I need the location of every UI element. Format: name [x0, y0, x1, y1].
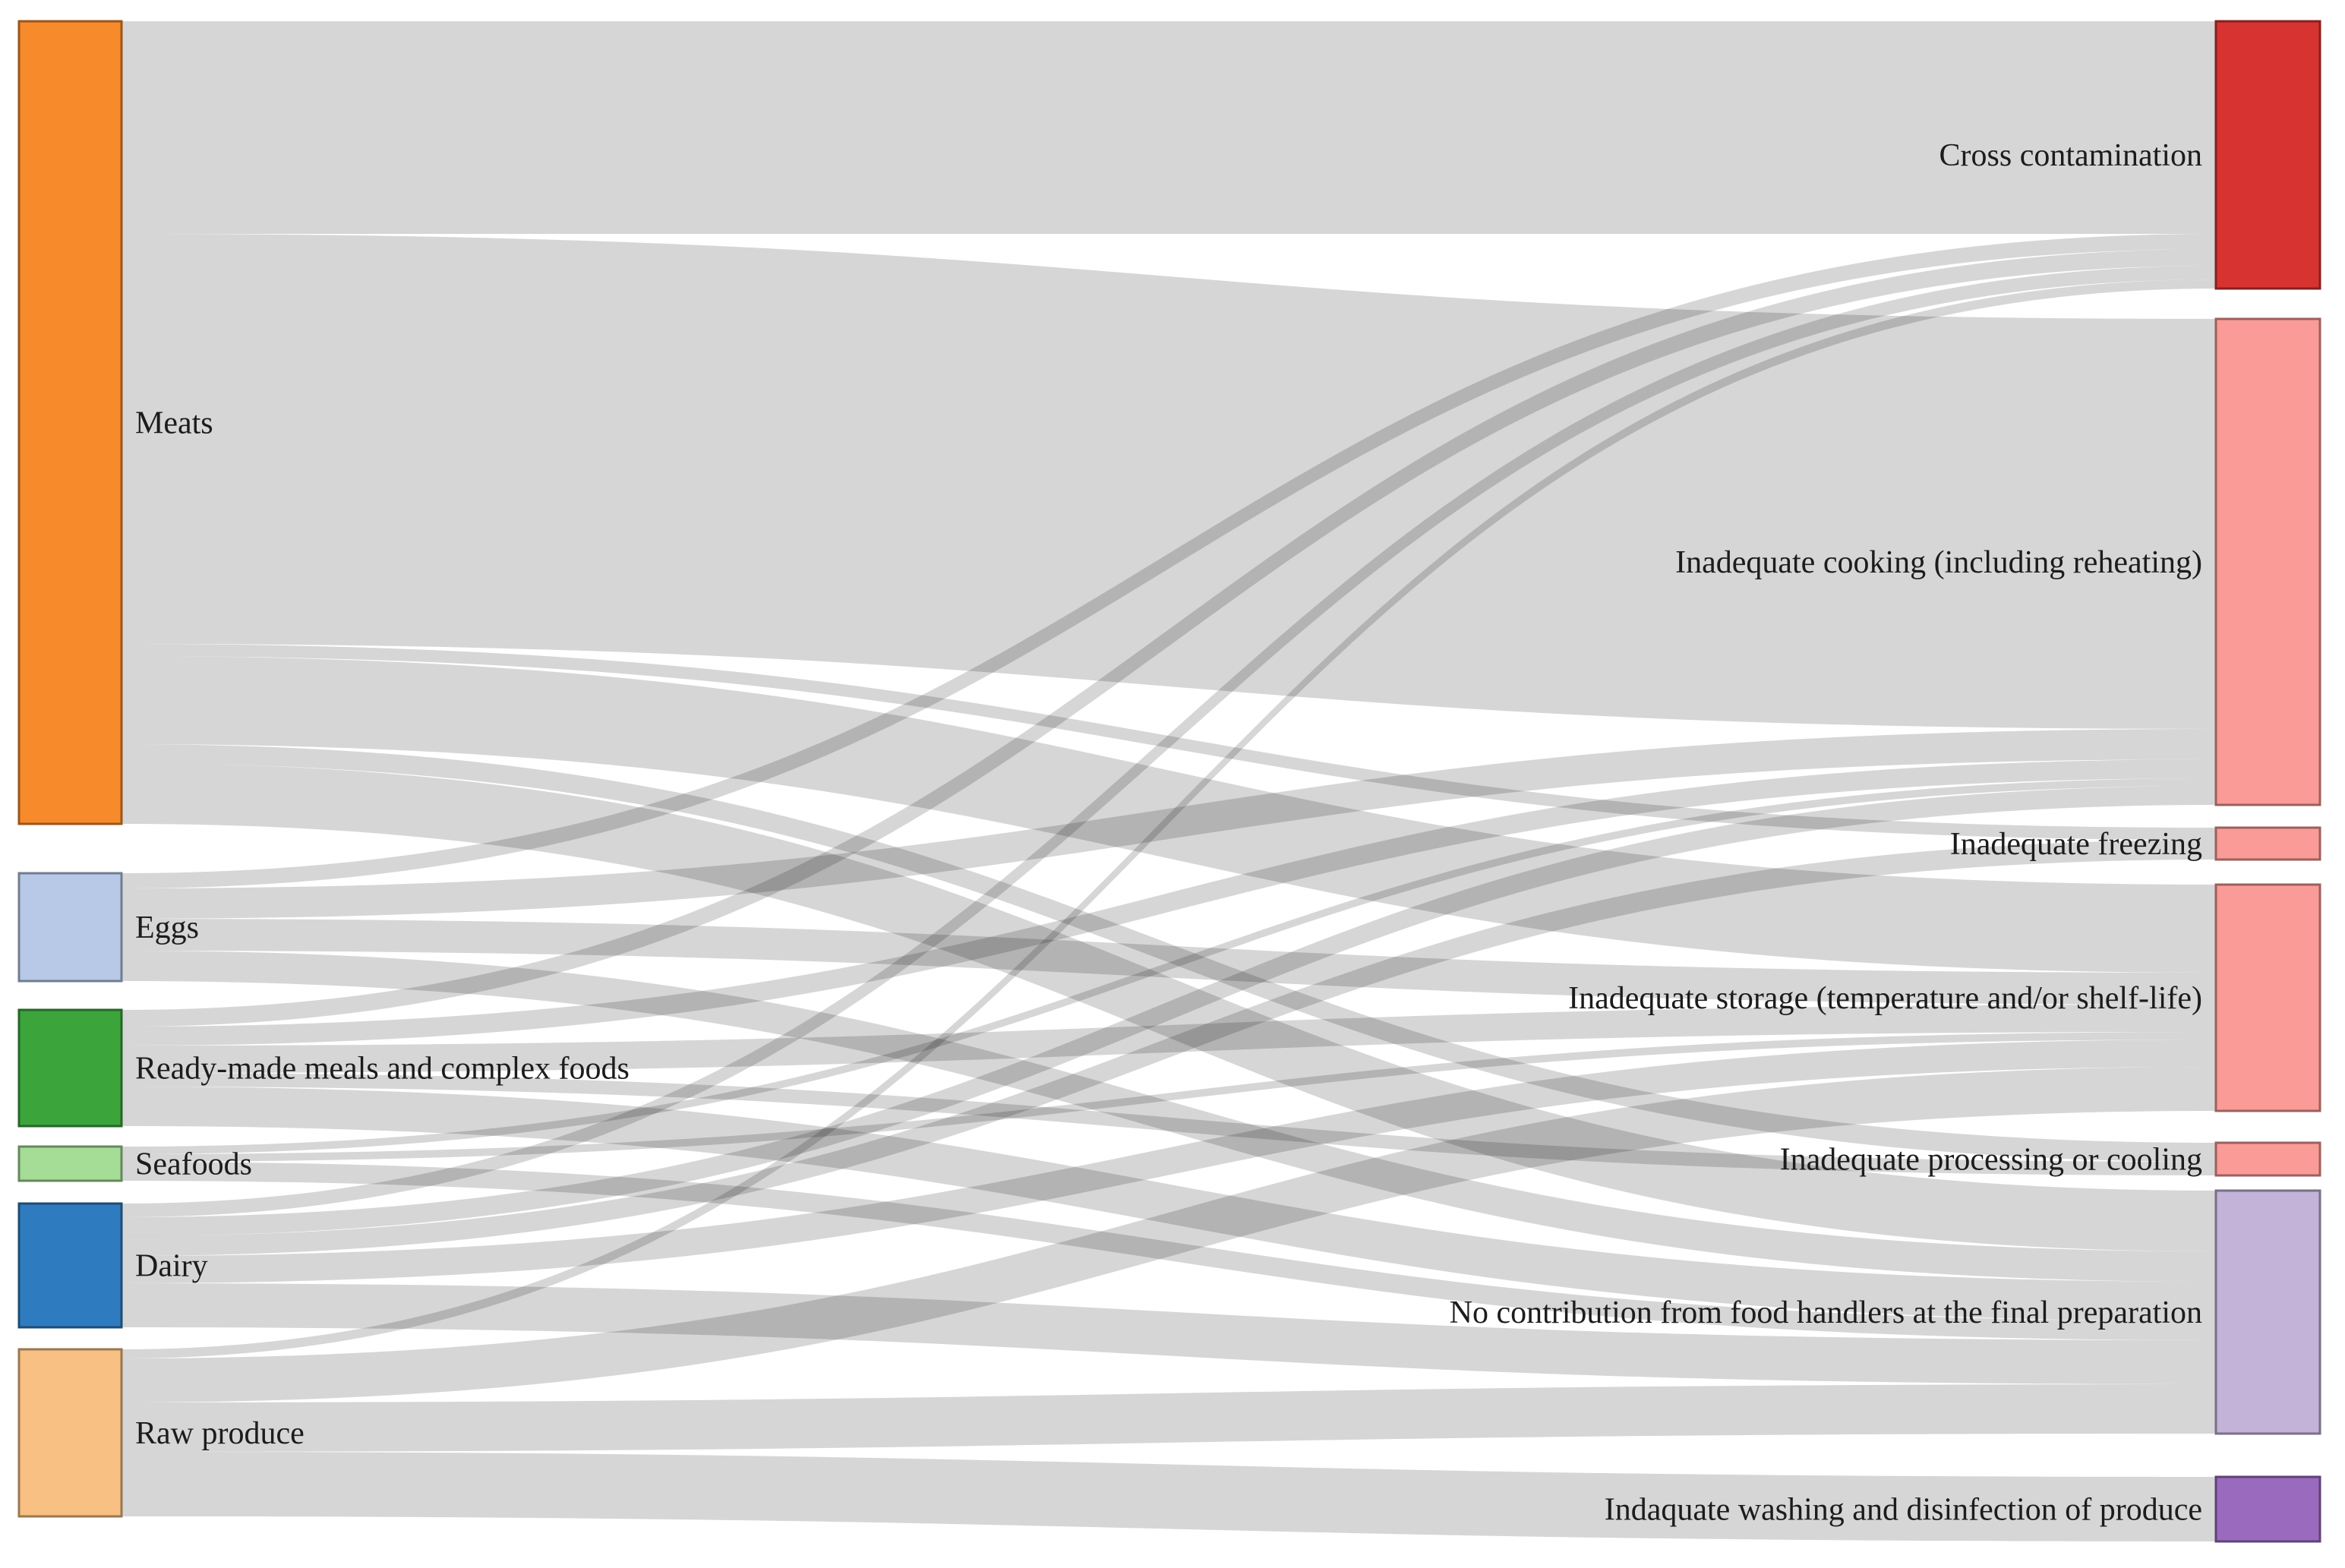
- link-meats-to-inadequate_cooking: [122, 234, 2216, 729]
- link-dairy-to-inadequate_cooking: [122, 786, 2216, 1236]
- link-meats-to-inadequate_processing: [122, 744, 2216, 1162]
- link-ready_made-to-inadequate_cooking: [122, 759, 2216, 1046]
- label-meats: Meats: [135, 406, 213, 441]
- node-seafoods: [17, 1145, 123, 1182]
- link-eggs-to-no_contribution: [122, 951, 2216, 1282]
- link-seafoods-to-inadequate_cooking: [122, 778, 2216, 1154]
- link-meats-to-inadequate_storage: [122, 656, 2216, 973]
- node-inadequate_processing: [2214, 1141, 2321, 1177]
- link-raw_produce-to-no_contribution: [122, 1384, 2216, 1452]
- link-dairy-to-no_contribution: [122, 1283, 2216, 1384]
- link-dairy-to-inadequate_storage: [122, 1040, 2216, 1283]
- link-meats-to-inadequate_freezing: [122, 644, 2216, 840]
- label-eggs: Eggs: [135, 910, 199, 945]
- link-raw_produce-to-cross_contamination: [122, 279, 2216, 1358]
- label-no_contribution: No contribution from food handlers at th…: [1450, 1295, 2202, 1330]
- node-inadequate_cooking: [2214, 317, 2321, 806]
- link-eggs-to-inadequate_storage: [122, 919, 2216, 1005]
- link-meats-to-cross_contamination: [122, 21, 2216, 234]
- link-ready_made-to-inadequate_processing: [122, 1073, 2216, 1175]
- label-ready_made: Ready-made meals and complex foods: [135, 1052, 630, 1087]
- node-raw_produce: [17, 1348, 123, 1518]
- link-dairy-to-inadequate_freezing: [122, 840, 2216, 1256]
- label-inadequate_washing: Indaquate washing and disinfection of pr…: [1605, 1493, 2202, 1528]
- node-eggs: [17, 872, 123, 983]
- node-dairy: [17, 1202, 123, 1329]
- node-ready_made: [17, 1008, 123, 1128]
- link-seafoods-to-inadequate_storage: [122, 1032, 2216, 1162]
- sankey-links-layer: [122, 21, 2216, 1541]
- node-no_contribution: [2214, 1189, 2321, 1435]
- link-seafoods-to-no_contribution: [122, 1162, 2216, 1340]
- node-meats: [17, 20, 123, 825]
- link-eggs-to-cross_contamination: [122, 234, 2216, 888]
- link-ready_made-to-no_contribution: [122, 1087, 2216, 1321]
- label-seafoods: Seafoods: [135, 1147, 252, 1182]
- label-inadequate_freezing: Inadequate freezing: [1950, 827, 2202, 862]
- label-raw_produce: Raw produce: [135, 1416, 305, 1451]
- node-cross_contamination: [2214, 20, 2321, 290]
- link-raw_produce-to-inadequate_washing: [122, 1452, 2216, 1541]
- label-cross_contamination: Cross contamination: [1939, 138, 2202, 173]
- node-inadequate_washing: [2214, 1475, 2321, 1543]
- sankey-nodes-layer: [17, 20, 2321, 1543]
- label-inadequate_cooking: Inadequate cooking (including reheating): [1675, 545, 2202, 580]
- link-ready_made-to-inadequate_storage: [122, 1005, 2216, 1073]
- link-meats-to-no_contribution: [122, 763, 2216, 1251]
- link-dairy-to-cross_contamination: [122, 266, 2216, 1217]
- link-ready_made-to-cross_contamination: [122, 249, 2216, 1027]
- label-dairy: Dairy: [135, 1249, 208, 1284]
- node-inadequate_storage: [2214, 883, 2321, 1112]
- label-inadequate_processing: Inadequate processing or cooling: [1780, 1143, 2202, 1178]
- link-eggs-to-inadequate_cooking: [122, 729, 2216, 919]
- link-raw_produce-to-inadequate_storage: [122, 1067, 2216, 1402]
- node-inadequate_freezing: [2214, 826, 2321, 861]
- label-inadequate_storage: Inadequate storage (temperature and/or s…: [1568, 981, 2202, 1016]
